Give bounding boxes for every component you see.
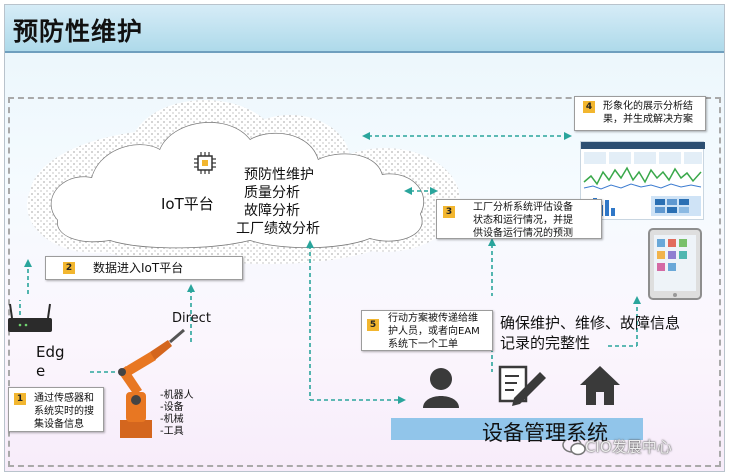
function-quality-analysis: 质量分析 [244,185,300,201]
assurance-line: 记录的完整性 [500,334,591,352]
watermark: CIO发展中心 [585,438,672,456]
step-5-line: 系统下一个工单 [388,339,458,350]
step-3-text: 工厂分析系统评估设备 状态和运行情况，并提 供设备运行情况的预测 [473,201,573,240]
robot-list: -机器人 -设备 -机械 -工具 [160,390,194,438]
title-bar: 预防性维护 [5,5,724,53]
step-4-line: 果，并生成解决方案 [603,114,693,125]
cloud-label: IoT平台 [161,195,214,213]
assurance-line: 确保维护、维修、故障信息 [500,314,681,332]
function-fault-analysis: 故障分析 [244,203,300,219]
step-5-badge: 5 [367,319,379,331]
step-1-text: 通过传感器和 系统实时的搜 集设备信息 [34,392,94,431]
assurance-text: 确保维护、维修、故障信息 记录的完整性 [500,313,680,353]
robot-list-item: -机器人 [160,390,194,401]
step-5-text: 行动方案被传递给维 护人员，或者向EAM 系统下一个工单 [388,312,480,351]
step-1-line: 通过传感器和 [34,393,94,404]
step-4-line: 形象化的展示分析结 [603,101,693,112]
step-3-line: 状态和运行情况，并提 [473,215,573,226]
step-3-box: 3 工厂分析系统评估设备 状态和运行情况，并提 供设备运行情况的预测 [436,199,602,239]
edge-label-line: Edg [36,343,65,361]
dashboard-graphics [581,142,705,216]
document-edit-icon [498,365,546,406]
tablet-screen [654,235,696,297]
robot-list-item: -设备 [160,402,184,413]
flow-arrows [19,135,638,401]
router-icon [8,303,52,332]
edge-label: Edg e [36,343,65,381]
cloud-function-list: 预防性维护 质量分析 故障分析 工厂绩效分析 [236,166,320,238]
equipment-management-system-bar [391,418,643,440]
step-2-box: 2 数据进入IoT平台 [45,256,243,280]
direct-label: Direct [172,311,211,326]
tablet-icon [648,228,702,300]
arrow-heads [24,132,641,404]
step-5-line: 行动方案被传递给维 [388,313,478,324]
step-3-line: 供设备运行情况的预测 [473,228,573,239]
step-2-badge: 2 [63,262,75,274]
robot-list-item: -工具 [160,426,184,437]
person-icon [423,368,459,408]
step-4-box: 4 形象化的展示分析结 果，并生成解决方案 [574,96,706,131]
step-1-line: 系统实时的搜 [34,406,94,417]
step-4-badge: 4 [583,101,595,113]
page-title: 预防性维护 [13,17,144,46]
house-icon [580,366,620,405]
function-predictive-maintenance: 预防性维护 [244,167,314,183]
step-3-badge: 3 [443,206,455,218]
step-2-text: 数据进入IoT平台 [93,261,184,275]
robot-list-item: -机械 [160,414,184,425]
step-5-line: 护人员，或者向EAM [388,326,480,337]
step-1-badge: 1 [14,393,26,405]
step-4-text: 形象化的展示分析结 果，并生成解决方案 [603,100,693,126]
step-5-box: 5 行动方案被传递给维 护人员，或者向EAM 系统下一个工单 [361,310,493,351]
step-3-line: 工厂分析系统评估设备 [473,202,573,213]
robot-arm-icon [118,328,185,438]
step-1-box: 1 通过传感器和 系统实时的搜 集设备信息 [8,387,104,432]
chip-icon [194,152,216,174]
content-frame [8,97,721,467]
edge-label-line: e [36,362,46,380]
step-1-line: 集设备信息 [34,419,84,430]
function-plant-performance: 工厂绩效分析 [236,221,320,237]
equipment-management-system-label: 设备管理系统 [482,421,608,445]
